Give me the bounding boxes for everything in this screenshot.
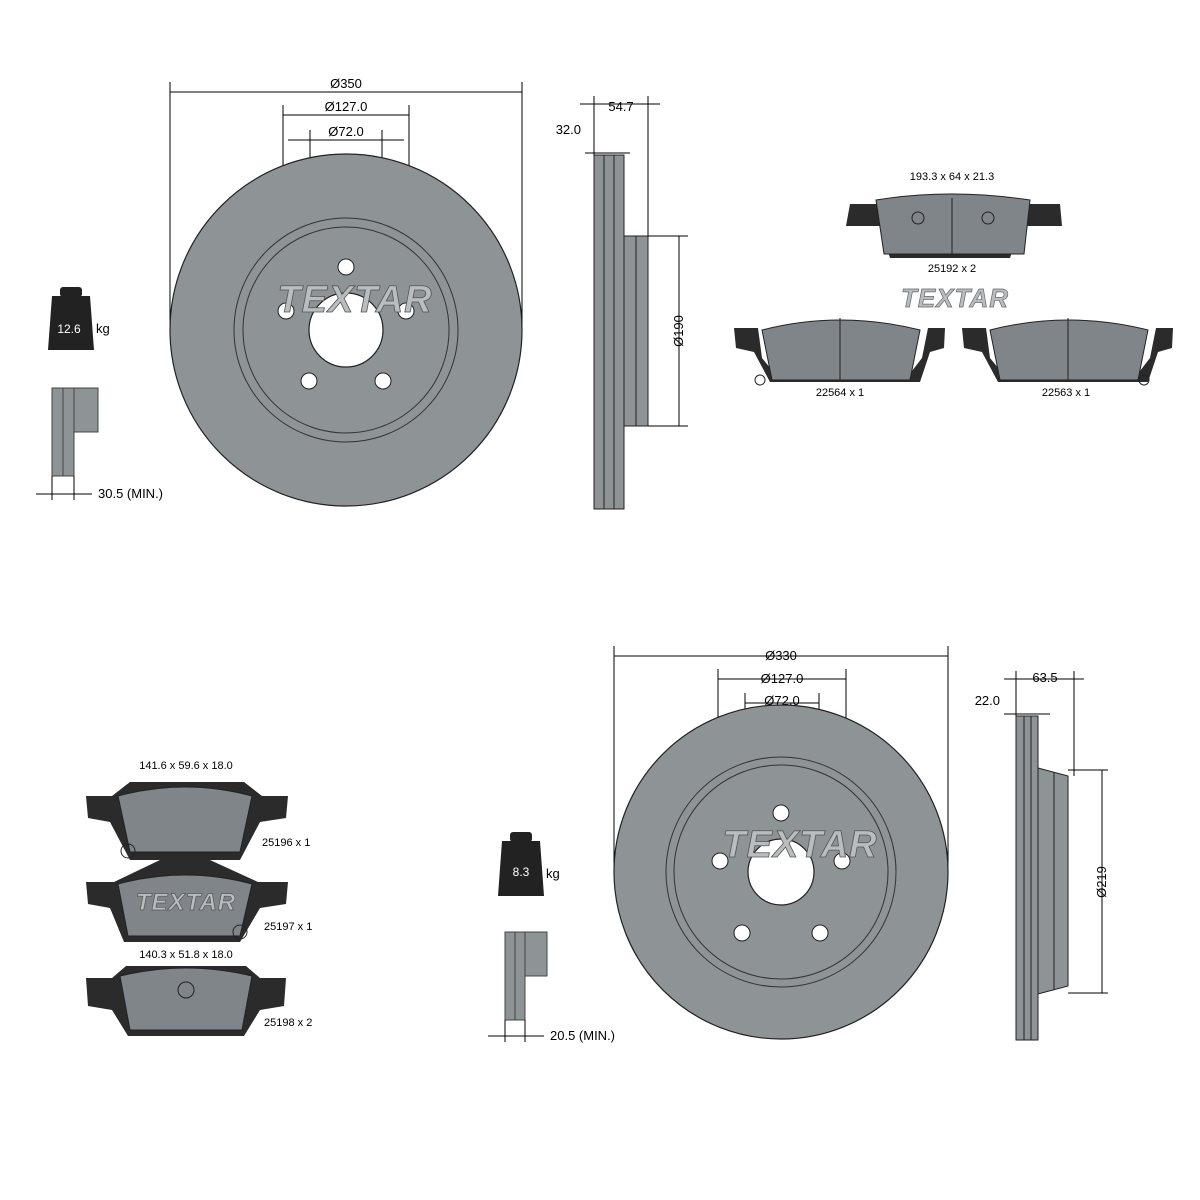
rear-disc-profile <box>1015 715 1069 1041</box>
rear-disc-outer-diameter: Ø330 <box>765 648 797 663</box>
rear-pads-dimensions-2: 140.3 x 51.8 x 18.0 <box>139 949 233 961</box>
rear-disc-center-bore: Ø72.0 <box>764 693 799 708</box>
rear-pad-part-2: 25197 x 1 <box>264 921 312 933</box>
front-pad-25192 <box>846 193 1062 258</box>
rear-disc-hub-diameter: Ø219 <box>1094 866 1109 898</box>
front-pads-brand-logo: TEXTAR <box>901 283 1009 313</box>
rear-disc-weight: 8.3 <box>513 865 530 879</box>
rear-pads-section: 141.6 x 59.6 x 18.0 25196 x 1 TEXTAR 251… <box>86 760 312 1036</box>
front-pads-section: 193.3 x 64 x 21.3 25192 x 2 TEXTAR 22564… <box>734 171 1173 399</box>
front-weight-unit: kg <box>96 321 110 336</box>
front-pad-part-2: 22564 x 1 <box>816 387 864 399</box>
front-disc-height: 54.7 <box>608 99 633 114</box>
rear-disc-section: Ø330 Ø127.0 Ø72.0 TEXTAR 63.5 22.0 <box>488 646 1109 1043</box>
front-pad-part-1: 25192 x 2 <box>928 263 976 275</box>
rear-pad-25198 <box>86 966 286 1036</box>
front-disc-hub-diameter: Ø190 <box>671 315 686 347</box>
front-weight-icon <box>48 287 94 350</box>
rear-disc-thickness: 22.0 <box>975 693 1000 708</box>
rear-min-thickness: 20.5 (MIN.) <box>550 1028 615 1043</box>
front-disc-center-bore: Ø72.0 <box>328 124 363 139</box>
front-min-thickness-icon <box>36 387 99 500</box>
rear-pads-dimensions-1: 141.6 x 59.6 x 18.0 <box>139 760 233 772</box>
rear-disc-height: 63.5 <box>1032 670 1057 685</box>
front-min-thickness: 30.5 (MIN.) <box>98 486 163 501</box>
front-disc-thickness: 32.0 <box>556 122 581 137</box>
front-disc-weight: 12.6 <box>57 322 81 336</box>
rear-disc-brand-logo: TEXTAR <box>722 824 877 866</box>
rear-pad-25196 <box>86 782 288 860</box>
front-disc-outer-diameter: Ø350 <box>330 76 362 91</box>
rear-weight-icon <box>498 832 544 896</box>
rear-disc-bolt-circle: Ø127.0 <box>761 671 804 686</box>
rear-min-thickness-icon <box>488 931 548 1042</box>
front-disc-section: Ø350 Ø127.0 Ø72.0 TEXTAR 54.7 <box>36 76 688 510</box>
rear-pad-part-3: 25198 x 2 <box>264 1017 312 1029</box>
front-pads-dimensions: 193.3 x 64 x 21.3 <box>910 171 994 183</box>
rear-pad-part-1: 25196 x 1 <box>262 837 310 849</box>
rear-pads-brand-logo: TEXTAR <box>136 889 236 916</box>
front-pad-22563 <box>962 318 1173 386</box>
rear-pad-25197 <box>86 860 288 942</box>
front-disc-brand-logo: TEXTAR <box>277 279 432 321</box>
front-disc-profile <box>593 154 649 510</box>
front-disc-bolt-circle: Ø127.0 <box>325 99 368 114</box>
front-pad-part-3: 22563 x 1 <box>1042 387 1090 399</box>
front-pad-22564 <box>734 318 945 386</box>
rear-weight-unit: kg <box>546 866 560 881</box>
